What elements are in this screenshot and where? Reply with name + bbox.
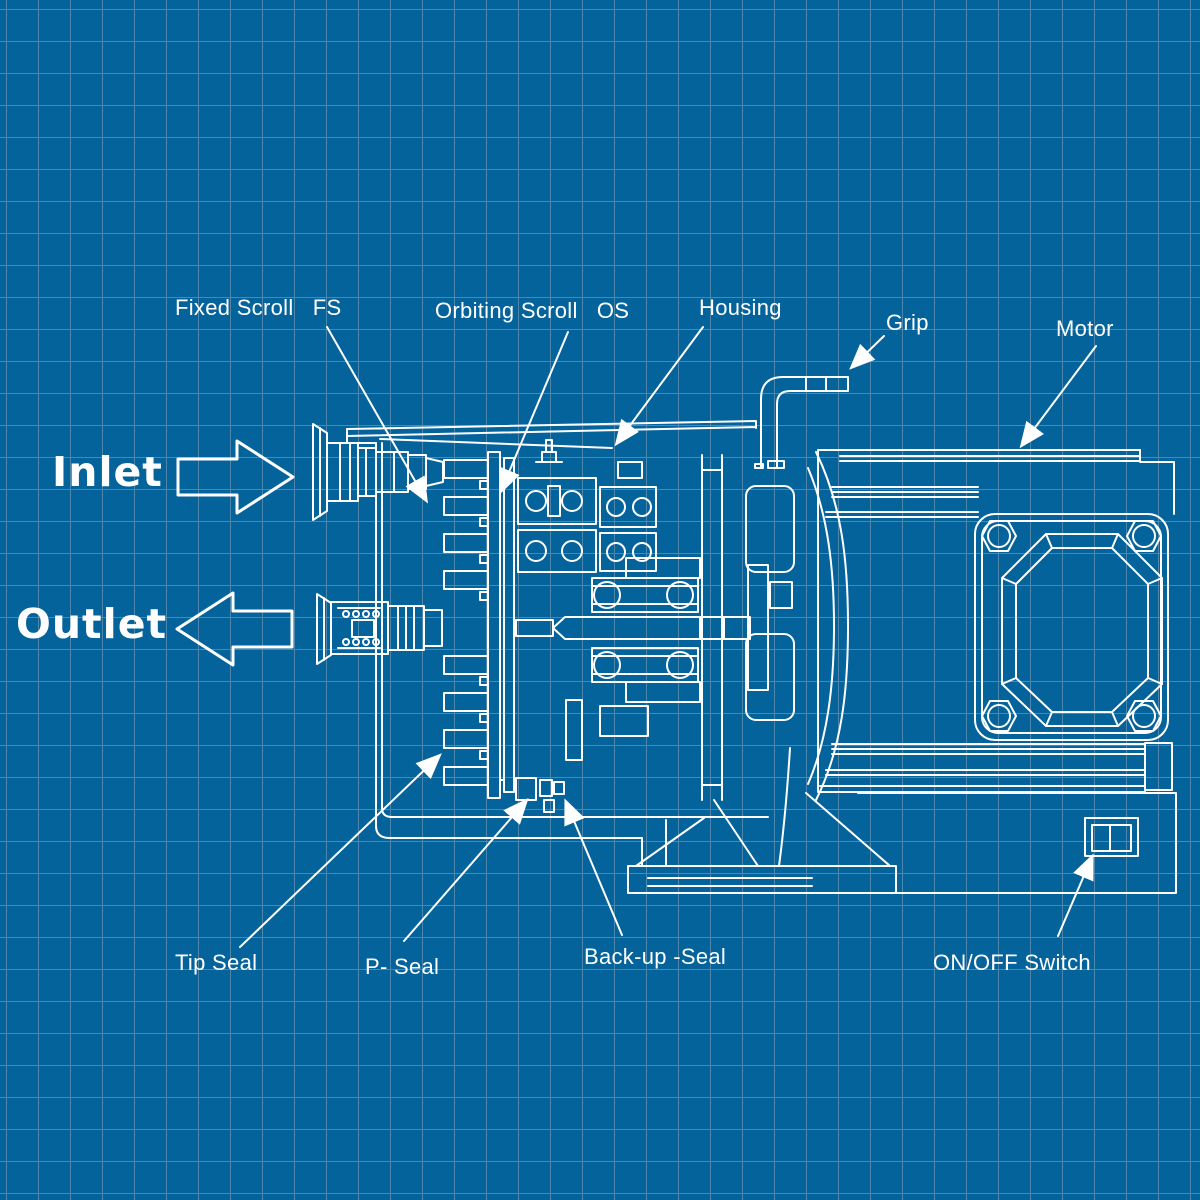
rocker-switch-icon (1084, 817, 1139, 857)
motor-base (857, 792, 1177, 894)
inlet-arrow-icon (176, 439, 295, 515)
label-tip-seal: Tip Seal (175, 950, 258, 975)
label-orbiting-scroll: Orbiting Scroll OS (435, 298, 630, 323)
label-backup-seal: Back-up -Seal (584, 944, 727, 969)
leader-motor (1019, 345, 1097, 449)
label-fixed-scroll: Fixed Scroll FS (175, 295, 342, 320)
label-onoff-switch: ON/OFF Switch (933, 950, 1091, 975)
leader-fixed-scroll (326, 326, 428, 504)
outlet-arrow-icon (175, 591, 294, 667)
label-p-seal: P- Seal (365, 954, 440, 979)
label-grip: Grip (886, 310, 929, 335)
leader-tip-seal (239, 753, 442, 948)
label-outlet: Outlet (16, 600, 168, 648)
rear-bell (701, 451, 849, 801)
callout-leaders (239, 326, 1097, 948)
fixed-scroll-fins (443, 451, 501, 799)
leader-backup-seal (564, 798, 623, 936)
leader-p-seal (403, 797, 529, 942)
bearing-assembly (517, 439, 657, 573)
outlet-flange (316, 593, 443, 665)
fan-guard (1001, 533, 1163, 727)
label-inlet: Inlet (52, 448, 163, 496)
pump-housing (346, 420, 769, 839)
leader-housing (614, 326, 704, 447)
leader-grip (849, 335, 885, 370)
mounting-feet (627, 747, 897, 894)
label-housing: Housing (699, 295, 782, 320)
label-motor: Motor (1056, 316, 1114, 341)
leader-onoff-switch (1057, 853, 1094, 937)
seal-details (515, 699, 649, 813)
drive-shaft (515, 557, 793, 703)
flange-bolts (981, 520, 1162, 732)
orbiting-scroll-plate (499, 457, 515, 793)
grip-handle (754, 376, 849, 469)
flow-arrows (175, 439, 295, 667)
inlet-flange (312, 423, 444, 521)
leader-orbiting-scroll (499, 331, 569, 495)
